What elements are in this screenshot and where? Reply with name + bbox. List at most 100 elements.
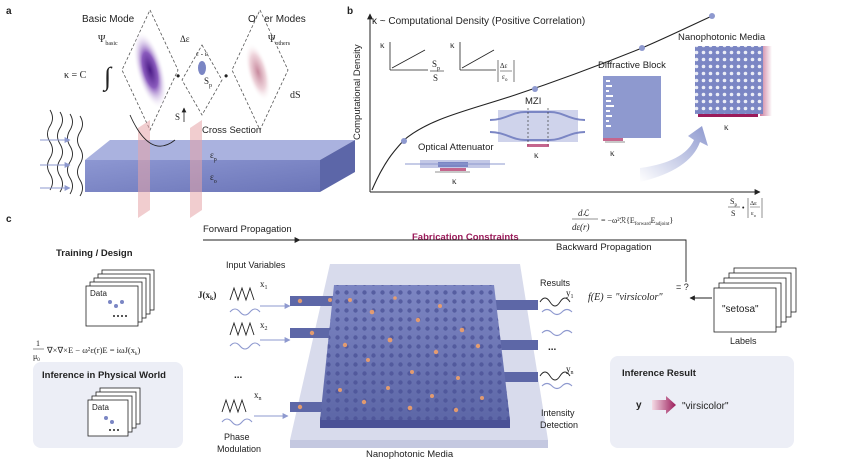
nanophotonic-media-label: Nanophotonic Media [678,32,766,43]
yn-label: yn [566,364,574,376]
slab-side [320,140,355,192]
panel-c: c Forward Propagation Fabrication Constr… [6,208,797,460]
y-axis-label: Computational Density [352,44,363,140]
panel-b: b κ ~ Computational Density (Positive Co… [347,6,772,218]
other-modes-profile [244,42,272,102]
sp-patch [198,61,206,75]
incoming-waves [47,109,83,197]
result-arrow [652,396,676,414]
input-wave-2: x2 [229,320,291,350]
results-label: Results [540,278,571,288]
backward-propagation-label: Backward Propagation [556,242,652,253]
training-design-title: Training / Design [56,248,133,259]
phase-modulation-label-2: Modulation [217,444,261,454]
svg-text:dℒ: dℒ [578,208,590,218]
panel-a: a Basic Mode Other Modes Ψbasic Δε ε - ε… [6,6,355,218]
diffractive-kappa: κ [610,148,615,158]
gradient-equation: dℒ dε(r) = −ω²ℛ{EforwardEadjoint} [572,208,673,232]
ds-label: dS [290,90,301,101]
inference-data-stack: Data [87,387,141,437]
nanophotonic-device: κ [695,46,772,132]
delta-eps-plane [181,44,223,116]
svg-text:S: S [731,209,735,218]
kappa-equation: κ = C [64,70,87,81]
svg-text:Sp: Sp [730,197,737,208]
point-diffractive [639,45,645,51]
inset1-x-num: Sp [432,59,440,72]
comparison-label: = ? [676,282,689,292]
basic-mode-title: Basic Mode [82,14,135,25]
fabrication-constraints: Fabrication Constraints [412,232,519,243]
inset1-x-den: S [433,73,438,83]
phase-modulation-label-1: Phase [224,432,250,442]
incoming-arrows [40,137,71,191]
result-value: "virsicolor" [682,401,729,412]
inference-data-label: Data [92,403,109,412]
svg-text:∇×∇×E − ω²ε(r)E = iωJ(xk): ∇×∇×E − ω²ε(r)E = iωJ(xk) [46,345,140,357]
density-curve [371,15,713,191]
result-y: y [636,400,642,411]
svg-text:= −ω²ℛ{EforwardEadjoint}: = −ω²ℛ{EforwardEadjoint} [601,216,673,227]
svg-text:dε(r): dε(r) [572,222,590,232]
inset-kappa-vs-sp: κ Sp S [380,40,444,83]
point-attenuator [401,138,407,144]
j-of-x-label: J(xk) [198,290,216,302]
cross-section-label: Cross Section [202,125,261,136]
integral-sign: ∫ [102,62,113,92]
mode-arc [129,114,176,147]
f-of-e-equation: f(E) = "virsicolor" [588,292,663,303]
inset2-x-num: Δε [500,62,508,70]
inference-result-title: Inference Result [622,368,697,379]
svg-text:εo: εo [751,210,757,218]
psi-basic: Ψbasic [98,34,118,47]
cross-section-plane-2 [190,120,202,218]
forward-propagation-label: Forward Propagation [203,224,292,235]
y1-label: y1 [566,288,574,300]
training-data-stack: Data [85,269,155,327]
labels-stack: "setosa" [713,267,797,333]
slab-front [85,160,320,192]
optical-attenuator-label: Optical Attenuator [418,142,494,153]
input-ellipsis: ... [234,370,243,381]
slab-top [85,140,355,160]
output-wave-1: y1 [539,288,574,316]
maxwell-equation: 1 μ0 ∇×∇×E − ω²ε(r)E = iωJ(xk) [33,339,140,363]
dot-operator-2: • [224,69,228,83]
svg-text:1: 1 [36,339,40,348]
output-wave-2 [541,329,573,337]
nanophotonic-chip [290,264,548,448]
inset-kappa-vs-deps: κ Δε εo [450,40,515,83]
s-label: S [175,112,180,122]
x1-label: x1 [260,279,268,291]
progression-arrow [640,126,708,182]
eps-diff-label: ε - ε [196,50,208,58]
intensity-detection-label-2: Detection [540,420,578,430]
mzi-device: κ [489,108,586,160]
cross-section-plane-1 [138,120,150,218]
point-nanophotonic [709,13,715,19]
other-modes-title: Other Modes [248,14,306,25]
mzi-label: MZI [525,96,541,107]
panel-b-label: b [347,6,353,17]
inset1-kappa: κ [380,40,385,50]
eps-o-label: εo [210,172,217,185]
training-data-label: Data [90,289,107,298]
diffractive-device: κ [603,76,661,158]
point-mzi [532,86,538,92]
nanophotonic-kappa: κ [724,122,729,132]
inset2-x-den: εo [502,73,508,83]
basic-mode-profile [132,31,168,109]
panel-b-title: κ ~ Computational Density (Positive Corr… [372,16,585,27]
diffractive-block-label: Diffractive Block [598,60,666,71]
backward-arrow [300,239,687,282]
inference-result-panel [610,356,794,448]
intensity-detection-label-1: Intensity [541,408,575,418]
svg-text:Δε: Δε [750,200,757,207]
panel-c-label: c [6,214,12,225]
xn-label: xn [254,390,262,402]
delta-eps-label: Δε [180,34,190,44]
dot-operator-1: • [176,69,180,83]
psi-others: Ψothers [268,34,291,47]
sp-label: Sp [204,76,212,89]
